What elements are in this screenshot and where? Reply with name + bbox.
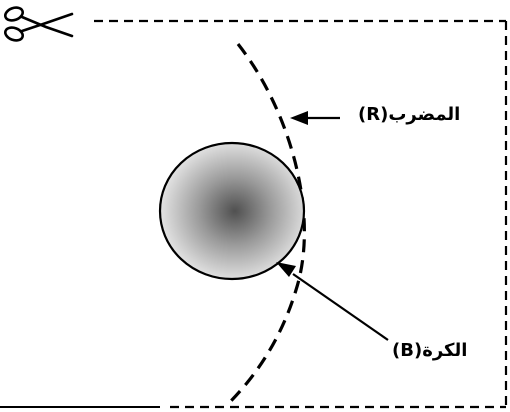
racket-label: المضرب(R) <box>358 104 461 125</box>
ball-label: الكرة(B) <box>392 340 468 361</box>
racket-arc <box>226 43 306 406</box>
cut-frame <box>94 19 508 409</box>
ball-arrow <box>276 262 389 341</box>
scissors-icon <box>3 6 74 42</box>
racket-arrow <box>290 111 340 125</box>
ball <box>158 141 306 281</box>
